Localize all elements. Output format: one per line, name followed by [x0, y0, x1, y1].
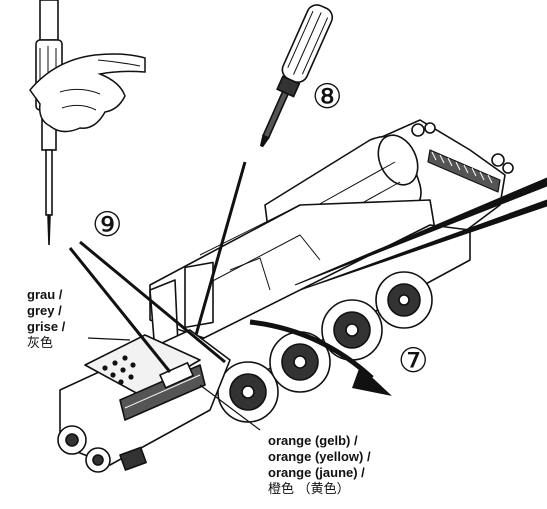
screwdriver: [194, 4, 334, 336]
step-7-label: ⑦: [398, 341, 429, 381]
step-7-arrow: [249, 319, 392, 396]
screwdriver-line: [194, 161, 247, 336]
solder-lines: [68, 240, 226, 373]
step-8-label: ⑧: [312, 77, 343, 117]
hand-icon: [29, 53, 146, 133]
orange-wire-label-de: orange (gelb) /: [268, 433, 358, 448]
grey-wire-label-fr: grise /: [27, 319, 66, 334]
grey-wire-label-en: grey /: [27, 303, 62, 318]
drive-wheels: [217, 271, 433, 423]
grey-wire-leader: [87, 337, 131, 341]
orange-wire-label-en: orange (yellow) /: [268, 449, 371, 464]
wheel-1: [217, 361, 279, 423]
wire-leaders: [87, 337, 261, 431]
rear-spring: [427, 149, 501, 193]
decoder-board: [84, 334, 201, 396]
decoder-pins: [102, 355, 136, 385]
grey-wire-label-de: grau /: [27, 287, 63, 302]
orange-wire-label: orange (gelb) / orange (yellow) / orange…: [268, 433, 371, 497]
wheel-3: [321, 299, 383, 361]
wheel-4: [375, 271, 433, 329]
orange-wire-label-zh: 橙色 （黄色）: [268, 481, 350, 496]
tweezers: [294, 177, 547, 291]
step-9-label: ⑨: [92, 205, 123, 245]
grey-wire-label-zh: 灰色: [27, 335, 54, 350]
orange-wire-label-fr: orange (jaune) /: [268, 465, 365, 480]
orange-wire-leader: [199, 384, 261, 431]
locomotive: [57, 119, 514, 473]
grey-wire-label: grau / grey / grise / 灰色: [27, 287, 65, 351]
